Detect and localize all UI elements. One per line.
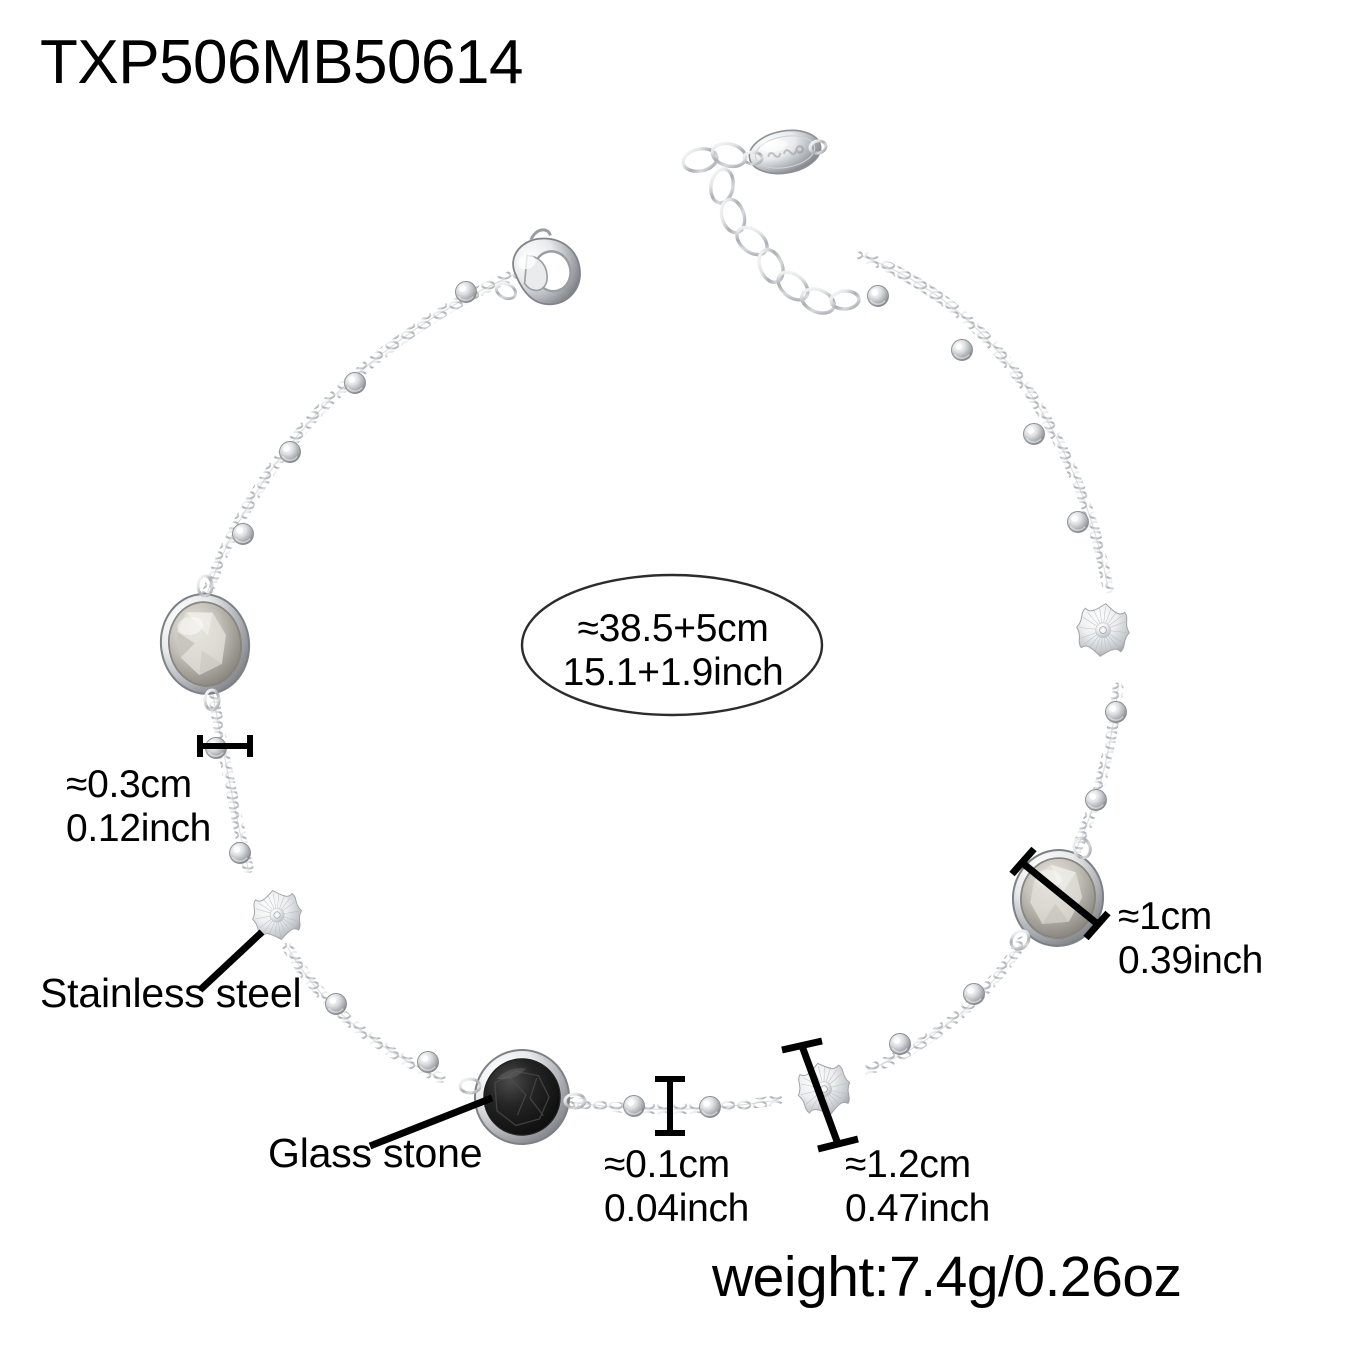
dimension-bar-0-3cm bbox=[197, 735, 253, 757]
round-bead-icon bbox=[698, 1095, 722, 1119]
weight-label: weight:7.4g/0.26oz bbox=[712, 1245, 1182, 1309]
measure-inch: 0.04inch bbox=[604, 1187, 750, 1231]
length-cm: ≈38.5+5cm bbox=[577, 607, 769, 650]
four-petal-flower-icon bbox=[1073, 600, 1133, 660]
round-bead-icon bbox=[1104, 700, 1128, 724]
faceted-stone-icon bbox=[159, 593, 251, 695]
measure-cm: ≈1cm bbox=[1118, 895, 1212, 938]
chain-beads bbox=[204, 280, 1128, 1119]
round-bead-icon bbox=[888, 1032, 912, 1056]
round-bead-icon bbox=[231, 522, 255, 546]
measure-cm: ≈0.1cm bbox=[604, 1143, 730, 1186]
round-bead-icon bbox=[278, 440, 302, 464]
length-inch: 15.1+1.9inch bbox=[562, 651, 784, 695]
oval-tag-icon bbox=[748, 129, 822, 175]
round-bead-icon bbox=[1022, 422, 1046, 446]
round-bead-icon bbox=[950, 338, 974, 362]
round-bead-icon bbox=[228, 841, 252, 865]
four-petal-flower-icon bbox=[247, 885, 307, 945]
round-bead-icon bbox=[622, 1094, 646, 1118]
length-callout-text: ≈38.5+5cm 15.1+1.9inch bbox=[528, 607, 818, 696]
dimension-bar-0-1cm bbox=[655, 1076, 685, 1136]
dimension-bar-1cm bbox=[1009, 846, 1111, 941]
measurement-chain-bead-width: ≈0.3cm 0.12inch bbox=[66, 763, 211, 852]
round-bead-icon bbox=[416, 1050, 440, 1074]
dimension-bar-1-2cm bbox=[781, 1037, 859, 1153]
page-title: TXP506MB50614 bbox=[40, 28, 523, 97]
label-glass-stone: Glass stone bbox=[268, 1130, 483, 1176]
round-bead-icon bbox=[962, 982, 986, 1006]
measure-inch: 0.12inch bbox=[66, 807, 212, 851]
round-bead-icon bbox=[454, 280, 478, 304]
round-bead-icon bbox=[324, 992, 348, 1016]
round-bead-icon bbox=[343, 371, 367, 395]
label-stainless-steel: Stainless steel bbox=[40, 970, 302, 1016]
measure-cm: ≈0.3cm bbox=[66, 763, 192, 806]
round-bead-icon bbox=[866, 284, 890, 308]
round-bead-icon bbox=[204, 736, 228, 760]
lobster-clasp-icon bbox=[512, 228, 581, 306]
measurement-flower-charm-size: ≈1.2cm 0.47inch bbox=[845, 1143, 990, 1232]
four-petal-flower-icon bbox=[791, 1056, 857, 1122]
round-bead-icon bbox=[1066, 510, 1090, 534]
measure-cm: ≈1.2cm bbox=[845, 1143, 971, 1186]
faceted-stone-icon bbox=[1011, 849, 1105, 947]
extender-chain bbox=[681, 141, 861, 315]
measure-inch: 0.39inch bbox=[1118, 939, 1264, 983]
faceted-stone-icon bbox=[474, 1049, 570, 1145]
round-bead-icon bbox=[1084, 788, 1108, 812]
measurement-glass-stone-size: ≈1cm 0.39inch bbox=[1118, 895, 1263, 984]
measurement-chain-thickness: ≈0.1cm 0.04inch bbox=[604, 1143, 749, 1232]
measure-inch: 0.47inch bbox=[845, 1187, 991, 1231]
